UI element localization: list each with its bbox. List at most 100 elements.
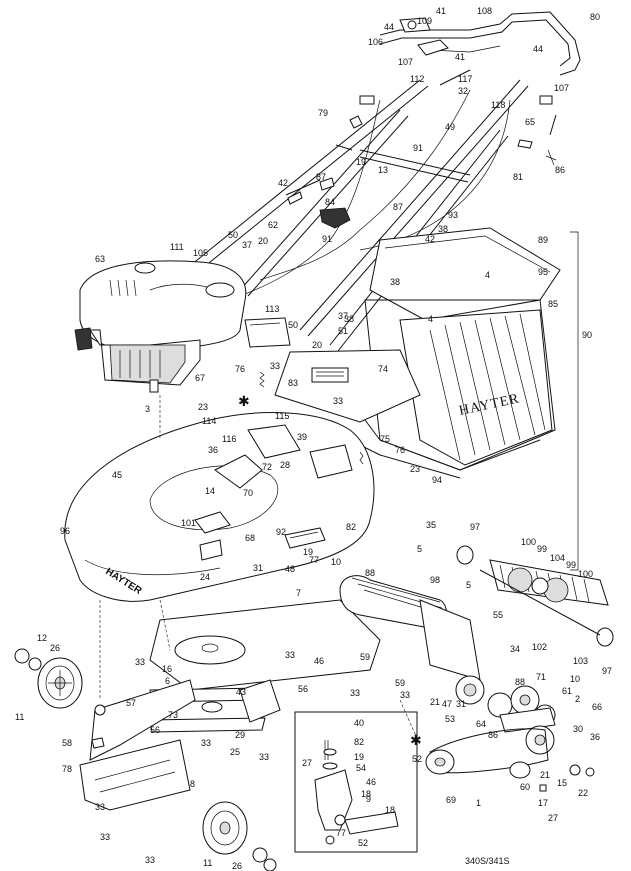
- label-31: 31: [253, 563, 263, 573]
- label-33: 33: [95, 802, 105, 812]
- label-17: 17: [538, 798, 548, 808]
- model-reference: 340S/341S: [465, 856, 510, 866]
- label-33: 33: [270, 361, 280, 371]
- label-93: 93: [448, 210, 458, 220]
- label-65: 65: [525, 117, 535, 127]
- label-55: 55: [493, 610, 503, 620]
- engine: [74, 260, 247, 393]
- label-82: 82: [346, 522, 356, 532]
- label-54: 54: [356, 763, 366, 773]
- label-50: 50: [228, 230, 238, 240]
- label-26: 26: [232, 861, 242, 871]
- label-72: 72: [262, 462, 272, 472]
- label-77: 77: [336, 828, 346, 838]
- label-37: 37: [338, 311, 348, 321]
- label-33: 33: [145, 855, 155, 865]
- label-79: 79: [318, 108, 328, 118]
- label-56: 56: [150, 725, 160, 735]
- label-1: 1: [476, 798, 481, 808]
- label-52: 52: [412, 754, 422, 764]
- label-85: 85: [548, 299, 558, 309]
- label-41: 41: [455, 52, 465, 62]
- label-34: 34: [510, 644, 520, 654]
- label-114: 114: [202, 416, 216, 426]
- label-66: 66: [592, 702, 602, 712]
- label-87: 87: [316, 172, 326, 182]
- asterisk-marker: ✱: [410, 732, 422, 748]
- label-111: 111: [170, 242, 184, 252]
- label-82: 82: [354, 737, 364, 747]
- label-88: 88: [515, 677, 525, 687]
- label-100: 100: [521, 537, 536, 547]
- label-46: 46: [314, 656, 324, 666]
- grass-box: HAYTER: [329, 227, 579, 571]
- label-60: 60: [520, 782, 530, 792]
- label-118: 118: [491, 100, 505, 110]
- label-11: 11: [15, 712, 24, 722]
- label-100: 100: [578, 569, 593, 579]
- label-39: 39: [297, 432, 307, 442]
- label-33: 33: [201, 738, 211, 748]
- label-14: 14: [205, 486, 215, 496]
- label-33: 33: [259, 752, 269, 762]
- label-74: 74: [378, 364, 388, 374]
- label-20: 20: [258, 236, 268, 246]
- label-31: 31: [456, 699, 466, 709]
- label-10: 10: [331, 557, 341, 567]
- label-38: 38: [438, 224, 448, 234]
- label-61: 61: [562, 686, 572, 696]
- label-117: 117: [458, 74, 472, 84]
- label-44: 44: [533, 44, 543, 54]
- handle-assembly: [159, 11, 581, 352]
- label-70: 70: [243, 488, 253, 498]
- label-113: 113: [265, 304, 279, 314]
- label-33: 33: [400, 690, 410, 700]
- label-21: 21: [430, 697, 440, 707]
- label-35: 35: [426, 520, 436, 530]
- label-107: 107: [398, 57, 413, 67]
- label-19: 19: [356, 157, 366, 167]
- label-20: 20: [312, 340, 322, 350]
- label-97: 97: [470, 522, 480, 532]
- label-64: 64: [476, 719, 486, 729]
- label-112: 112: [410, 74, 424, 84]
- label-59: 59: [360, 652, 370, 662]
- label-76: 76: [395, 445, 405, 455]
- label-80: 80: [590, 12, 600, 22]
- label-36: 36: [208, 445, 218, 455]
- label-43: 43: [236, 687, 246, 697]
- label-95: 95: [538, 267, 548, 277]
- rear-roller: [339, 575, 595, 792]
- control-box: [244, 317, 291, 348]
- label-12: 12: [37, 633, 47, 643]
- label-7: 7: [296, 588, 301, 598]
- label-25: 25: [230, 747, 240, 757]
- label-40: 40: [354, 718, 364, 728]
- label-30: 30: [573, 724, 583, 734]
- label-99: 99: [566, 560, 576, 570]
- label-107: 107: [554, 83, 569, 93]
- label-27: 27: [302, 758, 312, 768]
- label-101: 101: [181, 518, 196, 528]
- label-32: 32: [458, 86, 468, 96]
- label-87: 87: [393, 202, 403, 212]
- front-axle-bracket: [79, 679, 196, 811]
- label-51: 51: [338, 326, 348, 336]
- label-50: 50: [288, 320, 298, 330]
- label-46: 46: [366, 777, 376, 787]
- asterisk-marker: ✱: [238, 393, 250, 409]
- label-69: 69: [446, 795, 456, 805]
- label-91: 91: [322, 234, 332, 244]
- label-15: 15: [557, 778, 567, 788]
- label-115: 115: [275, 411, 289, 421]
- label-42: 42: [278, 178, 288, 188]
- label-92: 92: [276, 527, 286, 537]
- label-23: 23: [410, 464, 420, 474]
- label-89: 89: [538, 235, 548, 245]
- label-9: 9: [366, 794, 371, 804]
- label-19: 19: [303, 547, 313, 557]
- label-4: 4: [485, 270, 490, 280]
- label-10: 10: [570, 674, 580, 684]
